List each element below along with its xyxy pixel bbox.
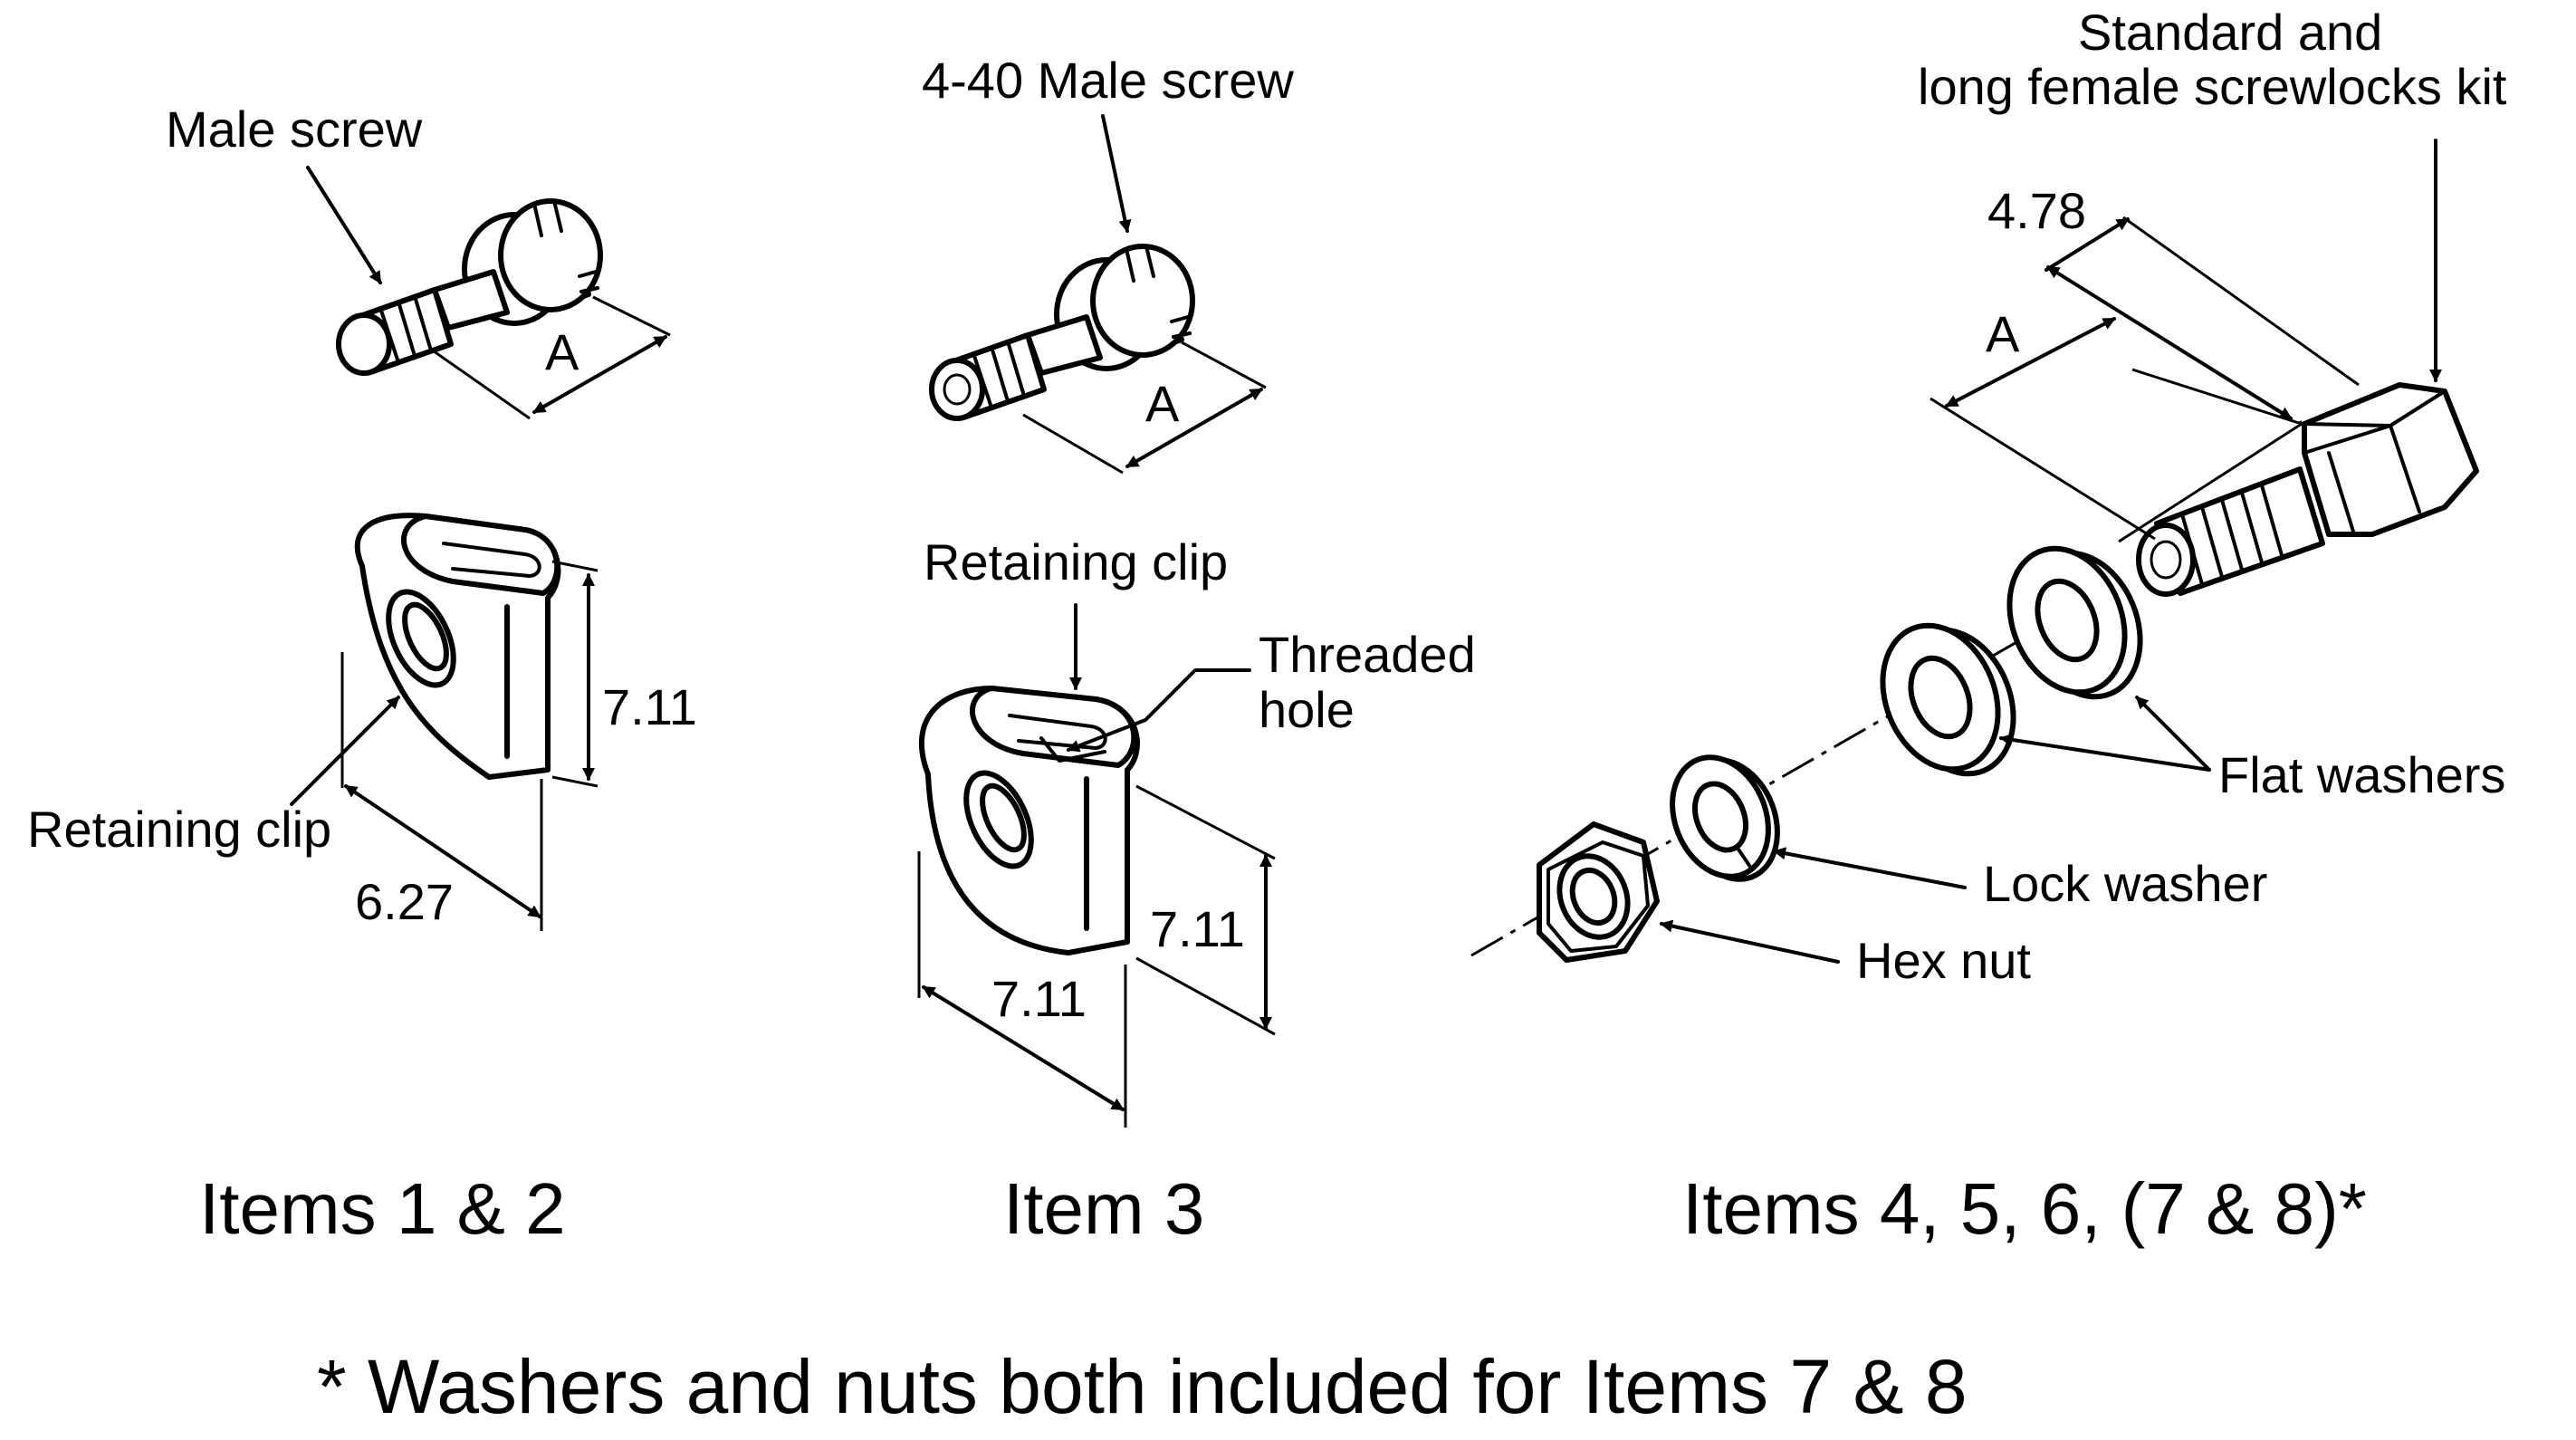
dimension-height-items-1-2: 7.11 <box>551 560 697 788</box>
label-kit-line1: Standard and <box>2078 4 2382 61</box>
label-dim-width-3: 7.11 <box>991 970 1087 1027</box>
leader-4-40-male-screw <box>1101 114 1132 233</box>
label-hex-nut: Hex nut <box>1856 932 2031 989</box>
lock-washer-illustration <box>1670 754 1780 882</box>
group-items-1-2: A Male screw 7.11 6.27 Retaining clip It <box>27 101 697 1249</box>
label-kit-line2: long female screwlocks kit <box>1918 58 2507 115</box>
label-threaded-hole-line2: hole <box>1259 681 1355 738</box>
male-screw-illustration <box>336 198 603 376</box>
label-dim-height-1: 7.11 <box>602 678 697 735</box>
retaining-clip-illustration-3 <box>918 686 1140 955</box>
dimension-a-items-4-8: A <box>1930 305 2156 541</box>
label-4-40-male-screw: 4-40 Male screw <box>922 52 1294 109</box>
leader-flat-washers-1 <box>2135 696 2211 772</box>
caption-items-1-2: Items 1 & 2 <box>199 1168 566 1249</box>
flat-washer-illustration-1 <box>2006 545 2143 700</box>
leader-threaded-hole <box>1067 668 1251 753</box>
label-male-screw: Male screw <box>166 101 423 158</box>
male-screw-4-40-illustration <box>929 244 1195 421</box>
label-lock-washer: Lock washer <box>1983 855 2267 912</box>
flat-washer-illustration-2 <box>1880 622 2016 777</box>
label-dim-a-3: A <box>1145 375 1180 432</box>
dimension-length-items-4-8: 4.78 <box>1987 182 2360 543</box>
group-item-3: A 4-40 Male screw Retaining clip Threade… <box>917 52 1476 1249</box>
dimension-a-items-1-2: A <box>429 295 671 420</box>
label-dim-length: 4.78 <box>1987 182 2086 239</box>
dimension-height-item-3: 7.11 <box>1135 784 1276 1036</box>
group-items-4-8: Standard and long female screwlocks kit … <box>1470 4 2507 1249</box>
dimension-width-item-3: 7.11 <box>917 851 1127 1128</box>
leader-male-screw <box>306 166 382 284</box>
caption-items-4-8: Items 4, 5, 6, (7 & 8)* <box>1682 1168 2367 1249</box>
footnote: * Washers and nuts both included for Ite… <box>317 1344 1968 1429</box>
dimension-width-items-1-2: 6.27 <box>340 652 543 931</box>
label-threaded-hole-line1: Threaded <box>1259 626 1476 683</box>
retaining-clip-illustration-1 <box>354 513 561 780</box>
leader-flat-washers-2 <box>1999 733 2211 772</box>
label-dim-a-4: A <box>1986 305 2020 362</box>
label-flat-washers: Flat washers <box>2218 746 2505 803</box>
label-retaining-clip-3: Retaining clip <box>924 533 1228 590</box>
caption-item-3: Item 3 <box>1003 1168 1204 1249</box>
hex-nut-illustration <box>1537 821 1660 963</box>
leader-lock-washer <box>1773 847 1967 889</box>
label-dim-width-1: 6.27 <box>355 873 454 930</box>
dimension-a-item-3: A <box>1022 341 1267 475</box>
female-screwlock-illustration <box>2136 382 2479 597</box>
label-retaining-clip-1: Retaining clip <box>27 801 331 858</box>
label-dim-height-3: 7.11 <box>1150 900 1245 957</box>
leader-retaining-clip-1 <box>290 696 400 806</box>
leader-hex-nut <box>1660 919 1840 964</box>
label-dim-a-1: A <box>545 323 579 380</box>
